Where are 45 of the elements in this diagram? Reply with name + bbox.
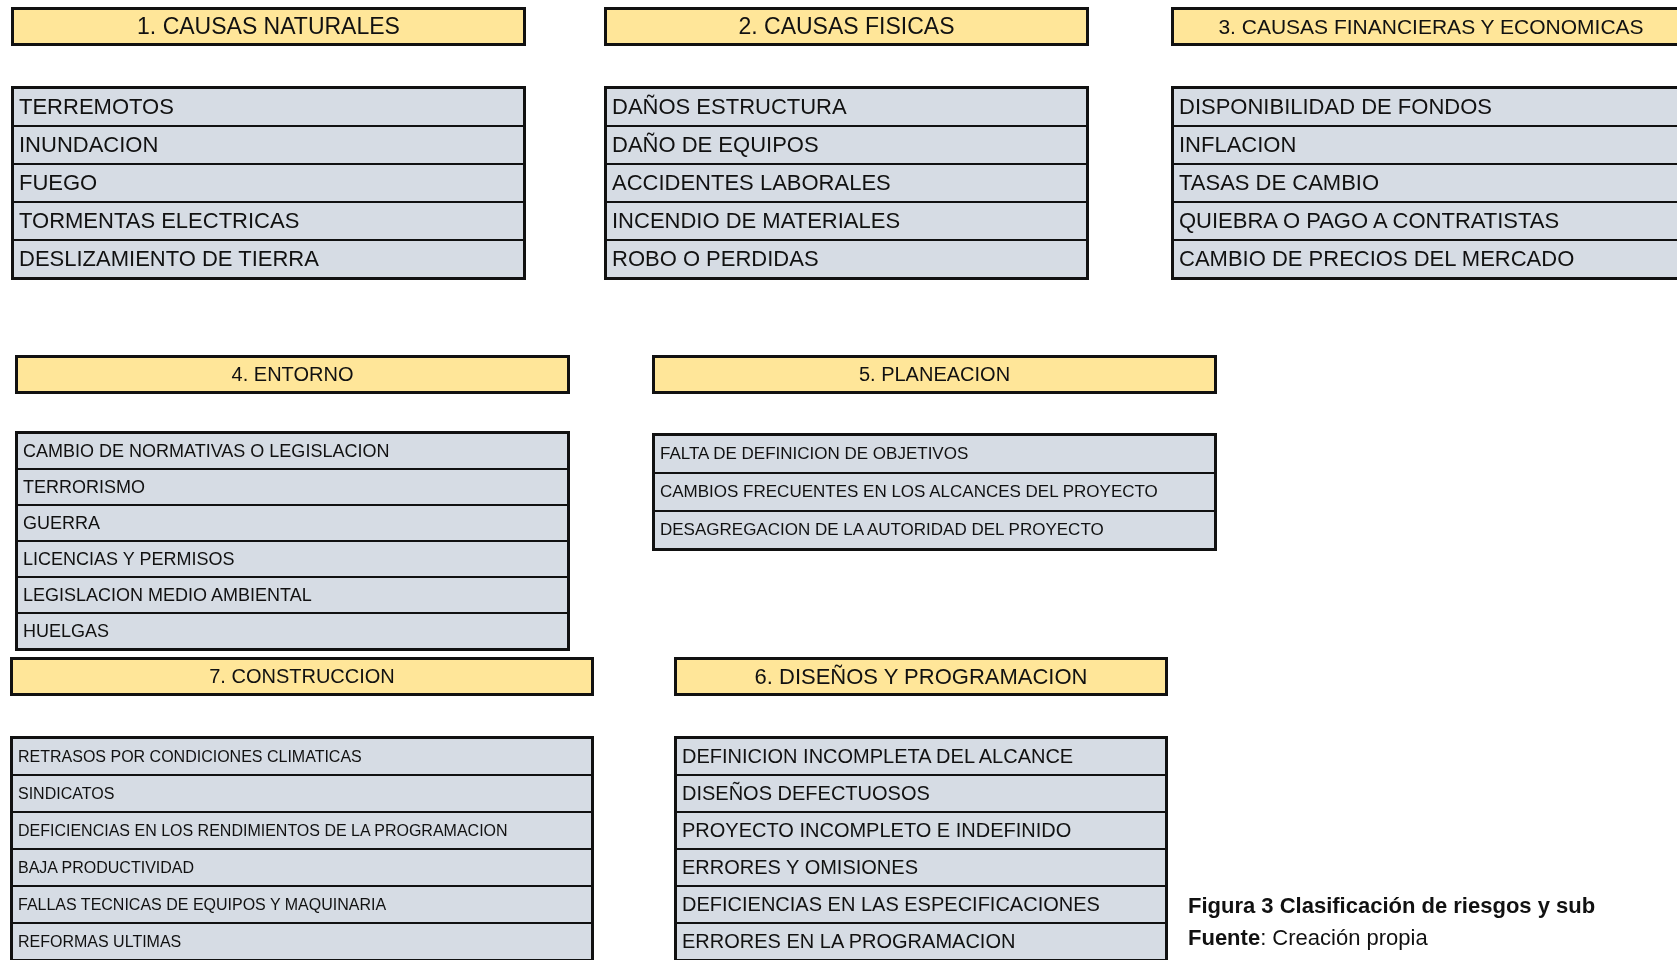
table-row: TERREMOTOS <box>14 89 523 125</box>
table-row: INUNDACION <box>14 125 523 163</box>
table-row: DAÑO DE EQUIPOS <box>607 125 1086 163</box>
source-note: Fuente: Creación propia <box>1188 925 1428 951</box>
table-row: TERRORISMO <box>18 468 567 504</box>
table-row: DESLIZAMIENTO DE TIERRA <box>14 239 523 277</box>
table-row: PROYECTO INCOMPLETO E INDEFINIDO <box>677 811 1165 848</box>
table-row: ERRORES EN LA PROGRAMACION <box>677 922 1165 959</box>
category-header: 7. CONSTRUCCION <box>10 657 594 696</box>
category-header: 1. CAUSAS NATURALES <box>11 7 526 46</box>
table-row: RETRASOS POR CONDICIONES CLIMATICAS <box>13 739 591 774</box>
table-row: GUERRA <box>18 504 567 540</box>
category-header: 4. ENTORNO <box>15 355 570 394</box>
table-row: SINDICATOS <box>13 774 591 811</box>
table-row: DISPONIBILIDAD DE FONDOS <box>1174 89 1677 125</box>
table-row: QUIEBRA O PAGO A CONTRATISTAS <box>1174 201 1677 239</box>
table-row: DEFICIENCIAS EN LOS RENDIMIENTOS DE LA PROGRAMACION <box>13 811 591 848</box>
table-row: DESAGREGACION DE LA AUTORIDAD DEL PROYECTO <box>655 510 1214 548</box>
table-row: DEFICIENCIAS EN LAS ESPECIFICACIONES <box>677 885 1165 922</box>
table-row: ERRORES Y OMISIONES <box>677 848 1165 885</box>
category-header: 2. CAUSAS FISICAS <box>604 7 1089 46</box>
table-row: TORMENTAS ELECTRICAS <box>14 201 523 239</box>
table-row: FUEGO <box>14 163 523 201</box>
table-row: DEFINICION INCOMPLETA DEL ALCANCE <box>677 739 1165 774</box>
table-row: FALLAS TECNICAS DE EQUIPOS Y MAQUINARIA <box>13 885 591 922</box>
table-row: REFORMAS ULTIMAS <box>13 922 591 959</box>
table-row: ROBO O PERDIDAS <box>607 239 1086 277</box>
table-row: DISEÑOS DEFECTUOSOS <box>677 774 1165 811</box>
table-row: CAMBIOS FRECUENTES EN LOS ALCANCES DEL PROYECTO <box>655 472 1214 510</box>
category-header: 6. DISEÑOS Y PROGRAMACION <box>674 657 1168 696</box>
table-row: LEGISLACION MEDIO AMBIENTAL <box>18 576 567 612</box>
category-header: 3. CAUSAS FINANCIERAS Y ECONOMICAS <box>1171 7 1677 46</box>
table-row: ACCIDENTES LABORALES <box>607 163 1086 201</box>
table-row: INFLACION <box>1174 125 1677 163</box>
table-row: CAMBIO DE NORMATIVAS O LEGISLACION <box>18 434 567 468</box>
table-row: INCENDIO DE MATERIALES <box>607 201 1086 239</box>
table-row: LICENCIAS Y PERMISOS <box>18 540 567 576</box>
category-header: 5. PLANEACION <box>652 355 1217 394</box>
table-row: FALTA DE DEFINICION DE OBJETIVOS <box>655 436 1214 472</box>
table-row: BAJA PRODUCTIVIDAD <box>13 848 591 885</box>
table-row: DAÑOS ESTRUCTURA <box>607 89 1086 125</box>
table-row: HUELGAS <box>18 612 567 648</box>
table-row: CAMBIO DE PRECIOS DEL MERCADO <box>1174 239 1677 277</box>
table-row: TASAS DE CAMBIO <box>1174 163 1677 201</box>
figure-caption: Figura 3 Clasificación de riesgos y sub <box>1188 893 1596 919</box>
